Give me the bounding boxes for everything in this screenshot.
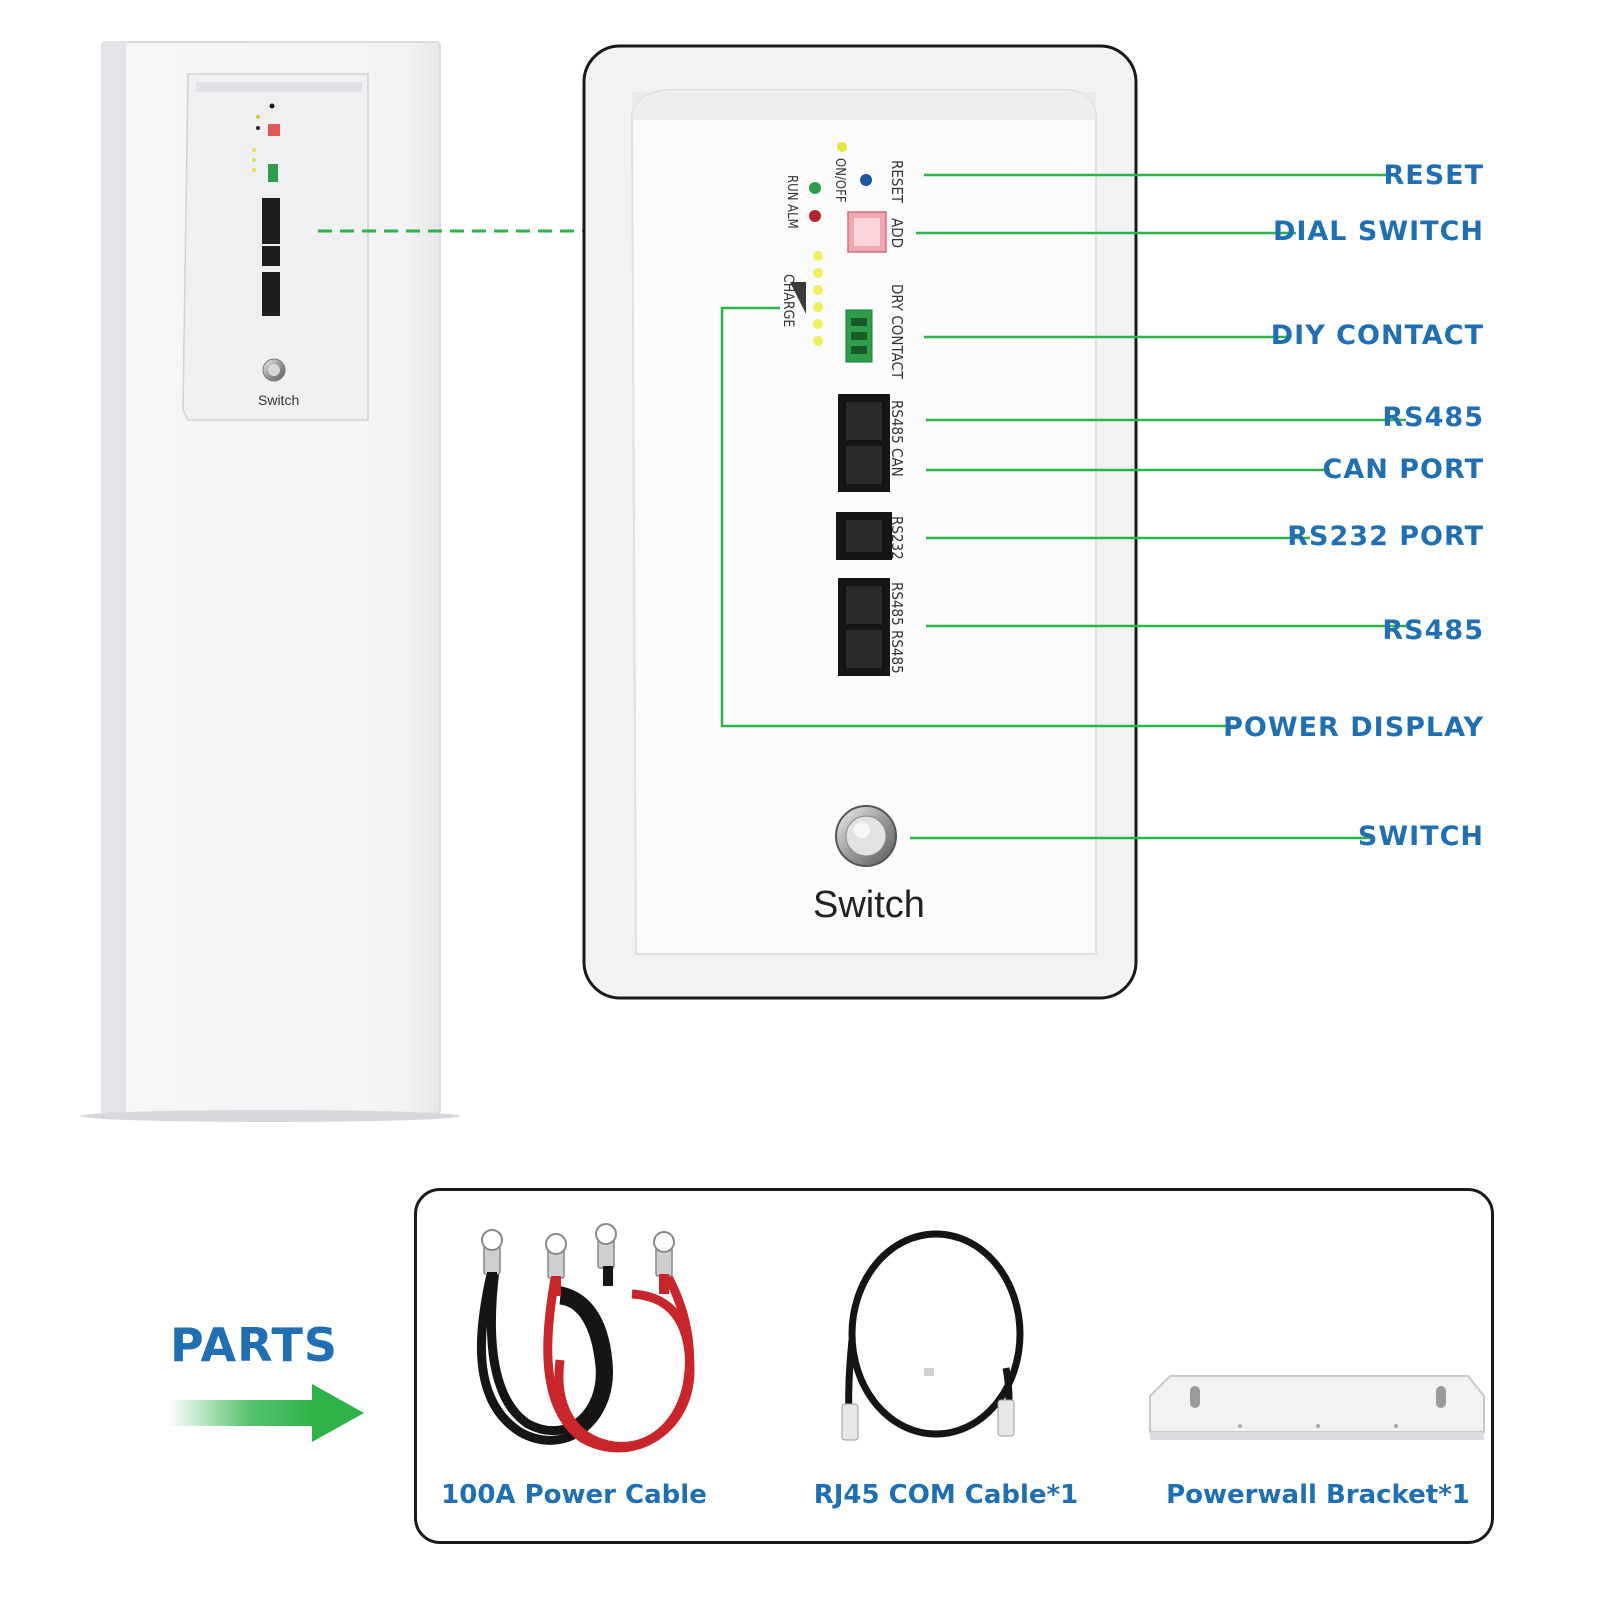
callout-can-port: CAN PORT <box>1322 454 1484 485</box>
leader-lines <box>720 173 1406 840</box>
rs232-port-jack <box>836 512 892 560</box>
power-switch-knob <box>835 805 897 867</box>
panel-label-run-alm: RUN ALM <box>784 175 799 229</box>
callout-diy-contact: DIY CONTACT <box>1270 320 1484 351</box>
zoomed-panel <box>582 44 1138 1000</box>
callout-rs485-top: RS485 <box>1382 402 1484 433</box>
mini-rs485-port <box>262 272 280 316</box>
alm-led <box>809 210 821 222</box>
rs485-can-port <box>838 394 890 492</box>
callout-rs485-bottom: RS485 <box>1382 615 1484 646</box>
panel-label-rs232: RS232 <box>888 516 906 560</box>
panel-label-reset: RESET <box>888 160 906 204</box>
mini-rs485-can-port <box>262 198 280 244</box>
panel-label-dry-contact: DRY CONTACT <box>888 284 906 380</box>
rs485-double-port <box>838 578 890 676</box>
mini-charge-leds <box>252 148 256 172</box>
callout-switch: SWITCH <box>1357 821 1484 852</box>
cabinet-switch-label: Switch <box>258 392 300 408</box>
panel-switch-label: Switch <box>813 884 925 926</box>
power-display-leader-line <box>720 306 1240 728</box>
callout-rs232-port: RS232 PORT <box>1287 521 1484 552</box>
part-label-power-cable: 100A Power Cable <box>441 1480 707 1510</box>
mini-dry-contact <box>268 164 278 182</box>
part-label-bracket: Powerwall Bracket*1 <box>1166 1480 1470 1510</box>
battery-cabinet <box>80 41 460 1122</box>
mini-rs232-port <box>262 246 280 266</box>
mini-dial-switch <box>268 124 280 136</box>
callout-power-display: POWER DISPLAY <box>1223 712 1484 743</box>
on-off-led <box>837 142 847 152</box>
panel-label-charge: CHARGE <box>780 274 796 328</box>
panel-label-rs485-rs485: RS485 RS485 <box>888 582 906 674</box>
panel-label-on-off: ON/OFF <box>832 158 847 203</box>
parts-title: PARTS <box>170 1318 338 1372</box>
part-label-rj45-cable: RJ45 COM Cable*1 <box>813 1480 1079 1510</box>
charge-wedge-icon <box>790 282 806 314</box>
run-led <box>809 182 821 194</box>
callout-reset: RESET <box>1383 160 1484 191</box>
reset-button-dot <box>860 174 872 186</box>
panel-label-rs485-can: RS485 CAN <box>888 400 906 477</box>
panel-label-add: ADD <box>888 218 906 249</box>
parts-arrow-icon <box>168 1384 364 1442</box>
charge-level-leds <box>813 251 823 346</box>
callout-dial-switch: DIAL SWITCH <box>1272 216 1484 247</box>
